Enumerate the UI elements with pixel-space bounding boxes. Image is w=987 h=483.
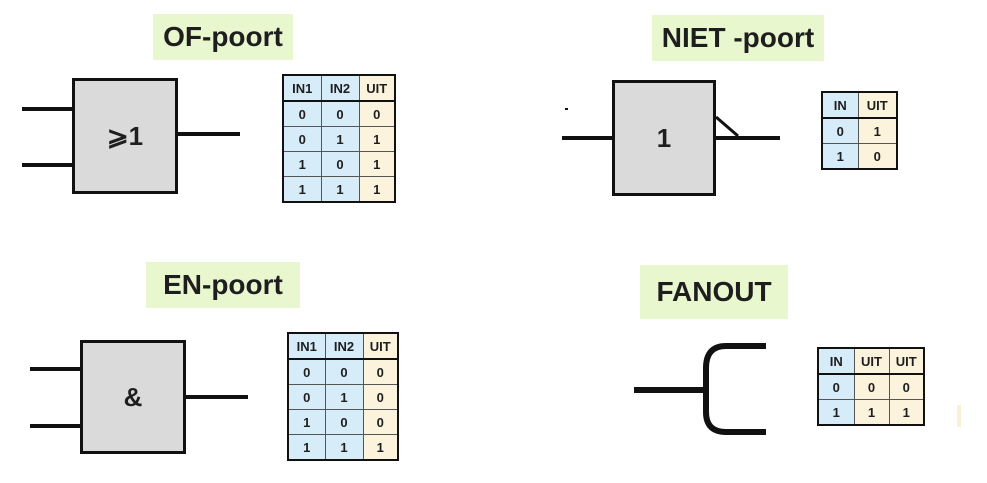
truth-table-cell: 1: [320, 176, 360, 203]
truth-table-cell: 0: [817, 373, 855, 400]
and-gate-title: EN-poort: [146, 262, 300, 308]
or-gate: ⩾1: [72, 78, 178, 194]
truth-table-cell: 0: [362, 358, 399, 385]
truth-table-cell: 0: [287, 384, 326, 410]
truth-table-header-cell: IN: [817, 347, 855, 375]
truth-table-cell: 0: [324, 409, 364, 435]
not-tick-mark: [565, 108, 568, 110]
faint-mark: [957, 405, 961, 427]
truth-table-cell: 0: [287, 358, 326, 385]
not-input-wire: [562, 136, 614, 140]
truth-table-cell: 0: [853, 373, 890, 400]
truth-table-header-cell: UIT: [358, 74, 396, 102]
truth-table-cell: 1: [324, 384, 364, 410]
truth-table-cell: 0: [320, 151, 360, 177]
truth-table-cell: 0: [358, 100, 396, 127]
truth-table-header-cell: UIT: [888, 347, 925, 375]
truth-table-header-cell: UIT: [853, 347, 890, 375]
truth-table-header-cell: IN2: [324, 332, 364, 360]
truth-table-cell: 1: [287, 409, 326, 435]
and-gate-symbol: &: [123, 381, 143, 412]
or-input-wire-2: [22, 163, 74, 167]
truth-table-cell: 1: [817, 399, 855, 426]
truth-table-header-cell: UIT: [857, 91, 898, 119]
not-gate-symbol: 1: [656, 122, 672, 153]
truth-table-cell: 0: [821, 117, 859, 144]
truth-table-header-cell: UIT: [362, 332, 399, 360]
and-output-wire: [184, 395, 248, 399]
truth-table-cell: 1: [324, 434, 364, 461]
fanout-title: FANOUT: [640, 265, 788, 319]
truth-table-cell: 0: [857, 143, 898, 170]
truth-table-header-cell: IN: [821, 91, 859, 119]
truth-table-cell: 0: [888, 373, 925, 400]
truth-table-header-cell: IN2: [320, 74, 360, 102]
or-input-wire-1: [22, 107, 74, 111]
and-gate: &: [80, 340, 186, 454]
truth-table-cell: 1: [358, 151, 396, 177]
not-gate-title: NIET -poort: [652, 15, 824, 61]
and-input-wire-2: [30, 424, 82, 428]
truth-table-cell: 1: [287, 434, 326, 461]
and-input-wire-1: [30, 367, 82, 371]
or-gate-symbol: ⩾1: [106, 120, 144, 151]
or-output-wire: [176, 132, 240, 136]
truth-table-cell: 1: [358, 126, 396, 152]
truth-table-cell: 0: [320, 100, 360, 127]
truth-table-cell: 1: [282, 176, 322, 203]
truth-table-cell: 1: [853, 399, 890, 426]
truth-table-header-cell: IN1: [282, 74, 322, 102]
truth-table-cell: 1: [362, 434, 399, 461]
not-gate: 1: [612, 80, 716, 196]
truth-table-cell: 1: [282, 151, 322, 177]
truth-table-cell: 0: [282, 100, 322, 127]
truth-table-cell: 1: [821, 143, 859, 170]
not-output-wire: [714, 136, 780, 140]
truth-table-cell: 0: [362, 409, 399, 435]
truth-table-cell: 1: [358, 176, 396, 203]
or-gate-title: OF-poort: [153, 14, 293, 60]
truth-table-cell: 1: [888, 399, 925, 426]
truth-table-cell: 0: [282, 126, 322, 152]
truth-table-cell: 0: [362, 384, 399, 410]
truth-table-header-cell: IN1: [287, 332, 326, 360]
truth-table-cell: 1: [857, 117, 898, 144]
